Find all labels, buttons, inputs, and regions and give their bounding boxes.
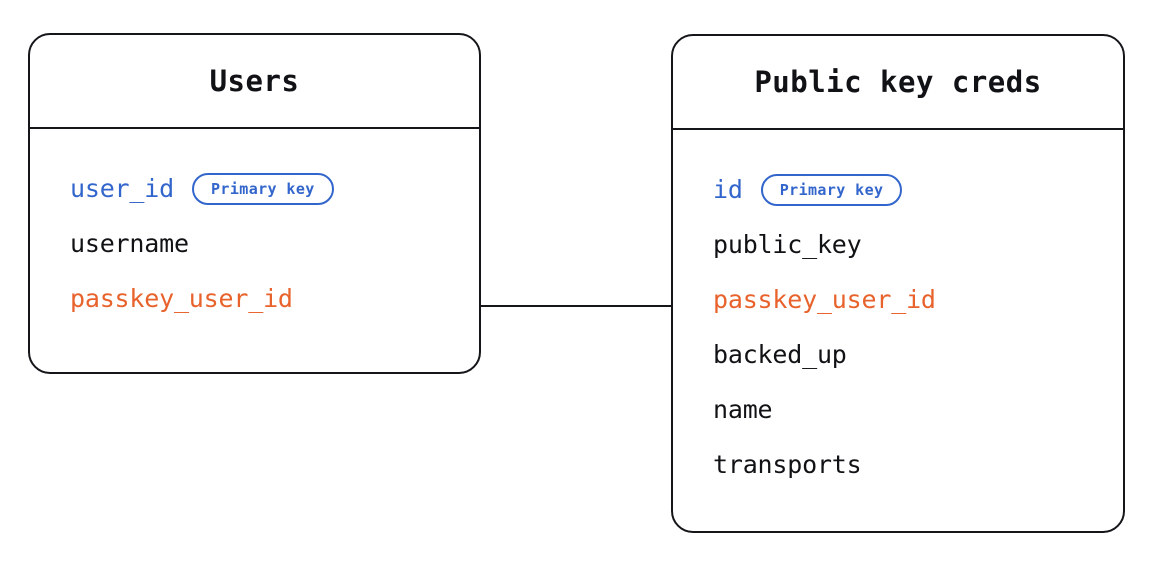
primary-key-badge: Primary key: [760, 173, 903, 206]
field-row[interactable]: public_key: [673, 217, 1123, 272]
entity-title: Users: [209, 64, 300, 98]
field-row[interactable]: backed_up: [673, 327, 1123, 382]
field-name-name: name: [713, 395, 773, 424]
field-name-backed-up: backed_up: [713, 340, 847, 369]
field-row[interactable]: passkey_user_id: [30, 271, 479, 326]
entity-header: Public key creds: [673, 36, 1123, 130]
entity-title: Public key creds: [754, 65, 1042, 99]
field-row[interactable]: username: [30, 216, 479, 271]
field-name-transports: transports: [713, 450, 862, 479]
relationship-connector: [481, 305, 671, 307]
field-name-public-key: public_key: [713, 230, 862, 259]
field-name-username: username: [70, 229, 189, 258]
field-row[interactable]: transports: [673, 437, 1123, 492]
entity-header: Users: [30, 35, 479, 129]
field-name-passkey-user-id: passkey_user_id: [70, 284, 293, 313]
field-row[interactable]: user_id Primary key: [30, 161, 479, 216]
field-row[interactable]: id Primary key: [673, 162, 1123, 217]
field-row[interactable]: name: [673, 382, 1123, 437]
field-name-passkey-user-id: passkey_user_id: [713, 285, 936, 314]
field-name-user-id: user_id: [70, 174, 174, 203]
field-row[interactable]: passkey_user_id: [673, 272, 1123, 327]
field-name-id: id: [713, 175, 743, 204]
primary-key-badge: Primary key: [191, 172, 334, 205]
